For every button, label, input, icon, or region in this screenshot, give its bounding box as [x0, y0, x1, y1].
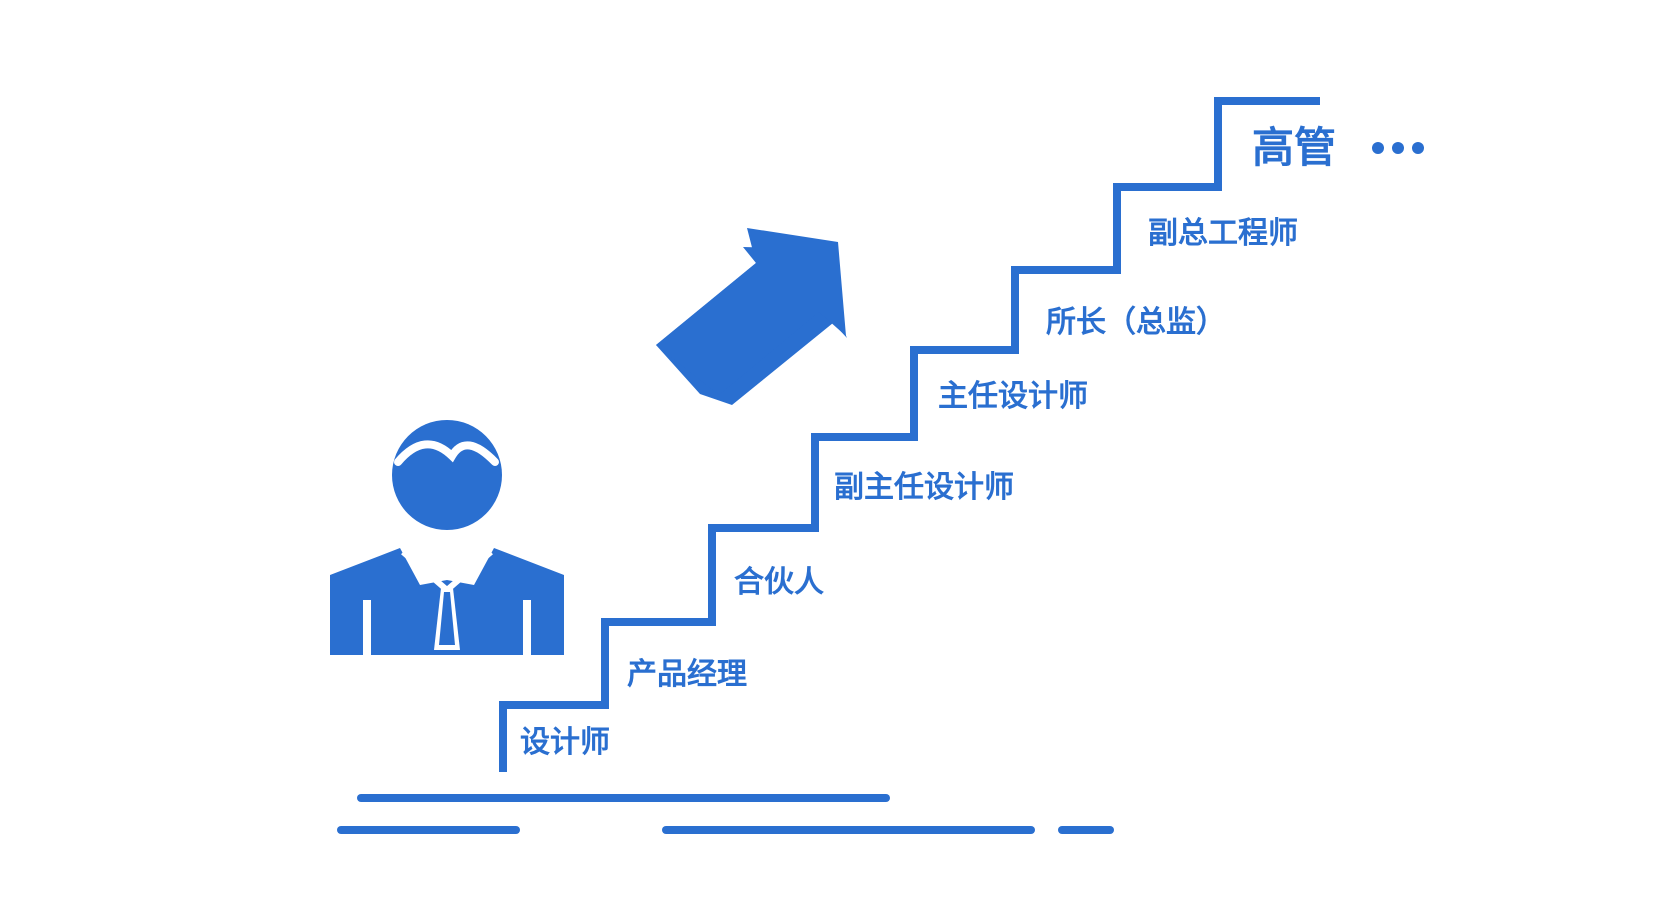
step-label-2: 产品经理 [627, 657, 747, 692]
up-right-arrow-icon [656, 228, 847, 405]
step-label-7: 副总工程师 [1148, 216, 1298, 251]
right-arm-line [523, 600, 531, 655]
head [392, 420, 502, 530]
step-label-5: 主任设计师 [938, 379, 1088, 414]
tie [439, 592, 455, 645]
ellipsis-icon [1372, 142, 1424, 154]
step-label-4: 副主任设计师 [834, 470, 1014, 505]
hair-line [394, 440, 499, 466]
staircase-line [499, 97, 1320, 772]
step-label-3: 合伙人 [734, 565, 824, 600]
left-arm-line [363, 600, 371, 655]
step-label-6: 所长（总监） [1046, 305, 1226, 340]
step-label-8: 高管 [1252, 123, 1337, 172]
arrow-shape [656, 228, 846, 395]
businessman-icon [330, 420, 564, 655]
step-label-1: 设计师 [520, 725, 610, 760]
ground-lines [337, 794, 1114, 834]
